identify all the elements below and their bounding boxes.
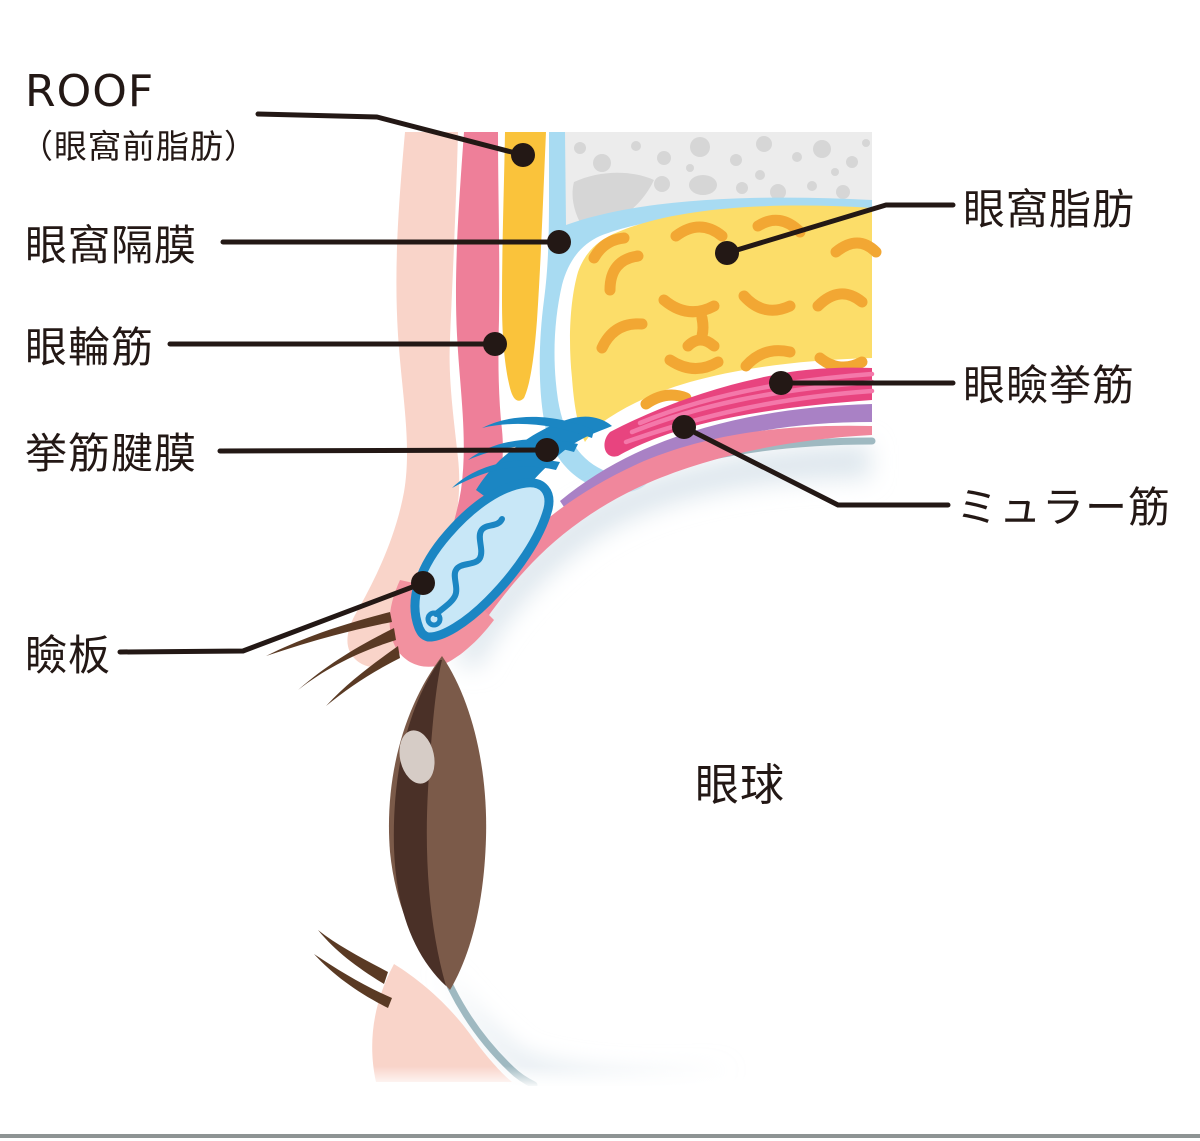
leader-dot-orbicularis: [483, 332, 507, 356]
label-orbital-fat: 眼窩脂肪: [963, 185, 1135, 234]
lower-eyelashes: [314, 930, 392, 1008]
leader-dot-tarsal-plate: [411, 571, 435, 595]
orbital-septum-shape: [539, 132, 872, 493]
iris-highlight: [399, 730, 435, 784]
orbital-fat-shape: [570, 205, 872, 442]
aponeurosis-branch-3: [452, 459, 560, 488]
leader-roof: [255, 111, 526, 158]
leader-aponeurosis: [217, 447, 550, 454]
meibomian-gland-squiggle: [433, 516, 505, 617]
leader-dot-orbital-septum: [547, 230, 571, 254]
leader-muller: [681, 424, 951, 508]
label-tarsal-plate: 瞼板: [25, 631, 111, 680]
label-aponeurosis: 挙筋腱膜: [25, 429, 197, 478]
leader-dot-aponeurosis: [535, 438, 559, 462]
aponeurosis-branch-1: [482, 416, 594, 438]
label-orbicularis: 眼輪筋: [25, 323, 154, 372]
upper-eyelashes: [266, 612, 400, 706]
label-roof-sub: （眼窩前脂肪）: [20, 127, 258, 166]
leader-dot-orbital-fat: [715, 241, 739, 265]
label-orbital-septum: 眼窩隔膜: [25, 221, 197, 270]
lid-margin-conjunctiva-wrap: [389, 580, 494, 667]
lower-lid: [314, 930, 512, 1082]
leader-orbital-fat: [724, 202, 956, 256]
muller-muscle-shape: [560, 404, 872, 519]
orbital-fat-region: [570, 205, 882, 442]
leader-lines: [117, 111, 956, 655]
sclera-shading-lower: [440, 962, 735, 1081]
tarsal-plate-shape: [410, 478, 554, 642]
bottom-border: [0, 1134, 1200, 1138]
leader-dot-levator: [769, 371, 793, 395]
iris-cornea: [388, 656, 487, 990]
fat-lobule-squiggles: [588, 214, 882, 410]
upper-lid-skin: [347, 132, 460, 668]
label-muller: ミュラー筋: [956, 483, 1171, 532]
orbital-bone: [563, 132, 872, 232]
label-levator: 眼瞼挙筋: [963, 361, 1135, 410]
label-eyeball: 眼球: [695, 760, 785, 811]
roof-fat-shape: [502, 132, 546, 401]
meibomian-gland-orifice: [425, 610, 443, 628]
leader-dot-roof: [511, 143, 535, 167]
leader-tarsal-plate: [117, 580, 426, 655]
lower-lid-skin: [372, 964, 512, 1082]
label-roof: ROOF: [25, 66, 154, 117]
labels: ROOF （眼窩前脂肪） 眼窩隔膜 眼輪筋 挙筋腱膜 瞼板 眼窩脂肪 眼瞼挙筋 …: [20, 66, 1171, 811]
bottom-fade: [0, 1066, 1200, 1088]
leader-dot-muller: [672, 415, 696, 439]
bottom-fill: [0, 1086, 1200, 1134]
